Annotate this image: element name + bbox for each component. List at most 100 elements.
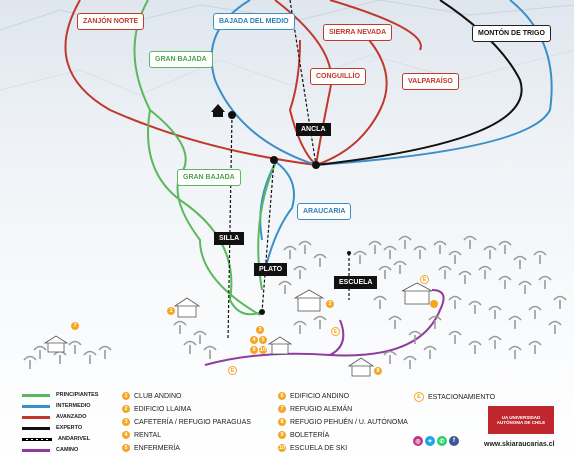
- home-icon: [211, 104, 225, 117]
- legend-route: ANDARIVEL: [22, 436, 90, 442]
- araucaria-tree: [183, 340, 197, 354]
- green-run-gran-bajada: [133, 0, 261, 316]
- website-link[interactable]: www.skiaraucarias.cl: [484, 441, 555, 448]
- label-gran-bajada-top[interactable]: GRAN BAJADA: [149, 51, 213, 68]
- label-conguillio[interactable]: CONGUILLÍO: [310, 68, 366, 85]
- pin-1[interactable]: 1: [167, 307, 175, 315]
- label-monton-de-trigo[interactable]: MONTÓN DE TRIGO: [472, 25, 551, 42]
- legend-route: INTERMEDIO: [22, 403, 91, 409]
- label-bajada-del-medio[interactable]: BAJADA DEL MEDIO: [213, 13, 295, 30]
- araucaria-tree: [23, 355, 37, 369]
- araucaria-tree: [548, 320, 562, 334]
- social-links: ◎ ✦ ✆ f: [413, 436, 459, 446]
- pin-parking-1[interactable]: E: [228, 366, 237, 375]
- label-zanjon-norte[interactable]: ZANJÓN NORTE: [77, 13, 145, 30]
- whatsapp-icon[interactable]: ✆: [437, 436, 447, 446]
- legend-place-number: 7: [278, 405, 286, 413]
- araucaria-tree: [313, 315, 327, 329]
- legend-route-label: INTERMEDIO: [56, 403, 91, 409]
- legend-route-label: CAMINO: [56, 447, 79, 453]
- pin-parking-2[interactable]: E: [331, 327, 340, 336]
- araucaria-tree: [373, 295, 387, 309]
- legend-place-number: 1: [122, 392, 130, 400]
- pin-2[interactable]: 2: [326, 300, 334, 308]
- lift-tag-silla[interactable]: SILLA: [214, 232, 245, 245]
- legend-swatch: [22, 415, 50, 419]
- araucaria-tree: [413, 245, 427, 259]
- pin-7[interactable]: 7: [71, 322, 79, 330]
- legend-place-label: CAFETERÍA / REFUGIO PARAGUAS: [134, 418, 251, 426]
- label-sierra-nevada[interactable]: SIERRA NEVADA: [323, 24, 393, 41]
- legend-place-number: 5: [122, 444, 130, 452]
- blue-run-araucaria: [264, 161, 295, 271]
- label-araucaria[interactable]: ARAUCARIA: [297, 203, 352, 220]
- legend-place: 10 ESCUELA DE SKI: [278, 444, 347, 452]
- pin-10[interactable]: 10: [259, 346, 267, 354]
- araucaria-tree: [528, 340, 542, 354]
- araucaria-tree: [463, 235, 477, 249]
- araucaria-tree: [448, 330, 462, 344]
- station-plato-bottom: [259, 309, 265, 315]
- pin-5[interactable]: 5: [259, 336, 267, 344]
- araucaria-tree: [378, 265, 392, 279]
- pin-3[interactable]: 3: [256, 326, 264, 334]
- label-valparaiso[interactable]: VALPARAÍSO: [402, 73, 459, 90]
- legend-route-label: EXPERTO: [56, 425, 83, 431]
- araucaria-tree: [293, 320, 307, 334]
- legend-route: PRINCIPIANTES: [22, 392, 98, 398]
- araucaria-tree: [313, 253, 327, 267]
- facebook-icon[interactable]: f: [449, 436, 459, 446]
- red-run-valparaiso: [315, 29, 388, 166]
- araucaria-tree: [68, 340, 82, 354]
- legend-place-number: 10: [278, 444, 286, 452]
- legend-place-label: REFUGIO ALEMÁN: [290, 405, 353, 413]
- araucaria-tree: [533, 250, 547, 264]
- araucaria-tree: [98, 345, 112, 359]
- legend-place-label: RENTAL: [134, 431, 162, 439]
- legend-place: 7 REFUGIO ALEMÁN: [278, 405, 352, 413]
- legend-route: EXPERTO: [22, 425, 82, 431]
- pin-9[interactable]: 9: [250, 346, 258, 354]
- instagram-icon[interactable]: ◎: [413, 436, 423, 446]
- araucaria-tree: [398, 235, 412, 249]
- pin-4[interactable]: 4: [250, 336, 258, 344]
- legend-place-number: 3: [122, 418, 130, 426]
- station-silla-top: [228, 111, 236, 119]
- araucaria-tree: [528, 305, 542, 319]
- legend-swatch: [22, 426, 50, 430]
- lift-tag-plato[interactable]: PLATO: [254, 263, 288, 276]
- araucaria-tree: [33, 345, 47, 359]
- parking-icon: E: [414, 392, 424, 402]
- araucaria-tree: [193, 330, 207, 344]
- red-run-sierra-east: [329, 0, 422, 51]
- araucaria-tree: [383, 350, 397, 364]
- araucaria-tree: [498, 240, 512, 254]
- araucaria-tree: [538, 275, 552, 289]
- araucaria-tree: [298, 240, 312, 254]
- pin-8[interactable]: 8: [374, 367, 382, 375]
- araucaria-tree: [468, 300, 482, 314]
- lift-silla: [227, 114, 233, 341]
- station-top-ancla: [312, 161, 320, 169]
- araucaria-tree: [283, 245, 297, 259]
- araucaria-tree: [368, 240, 382, 254]
- lift-tag-ancla[interactable]: ANCLA: [296, 123, 331, 136]
- araucaria-tree: [448, 295, 462, 309]
- legend-place-label: ESCUELA DE SKI: [290, 444, 348, 452]
- araucaria-tree: [508, 345, 522, 359]
- pin-parking-3[interactable]: E: [420, 275, 429, 284]
- lift-tag-escuela[interactable]: ESCUELA: [334, 276, 378, 289]
- legend-place-label: EDIFICIO LLAIMA: [134, 405, 192, 413]
- label-gran-bajada-mid[interactable]: GRAN BAJADA: [177, 169, 241, 186]
- station-escuela-top: [347, 251, 351, 255]
- araucaria-tree: [488, 305, 502, 319]
- araucaria-tree: [293, 265, 307, 279]
- legend-swatch: [22, 437, 52, 441]
- twitter-icon[interactable]: ✦: [425, 436, 435, 446]
- legend-place-number: 9: [278, 431, 286, 439]
- araucaria-tree: [53, 350, 67, 364]
- pin-6[interactable]: [430, 300, 438, 308]
- araucaria-tree: [458, 270, 472, 284]
